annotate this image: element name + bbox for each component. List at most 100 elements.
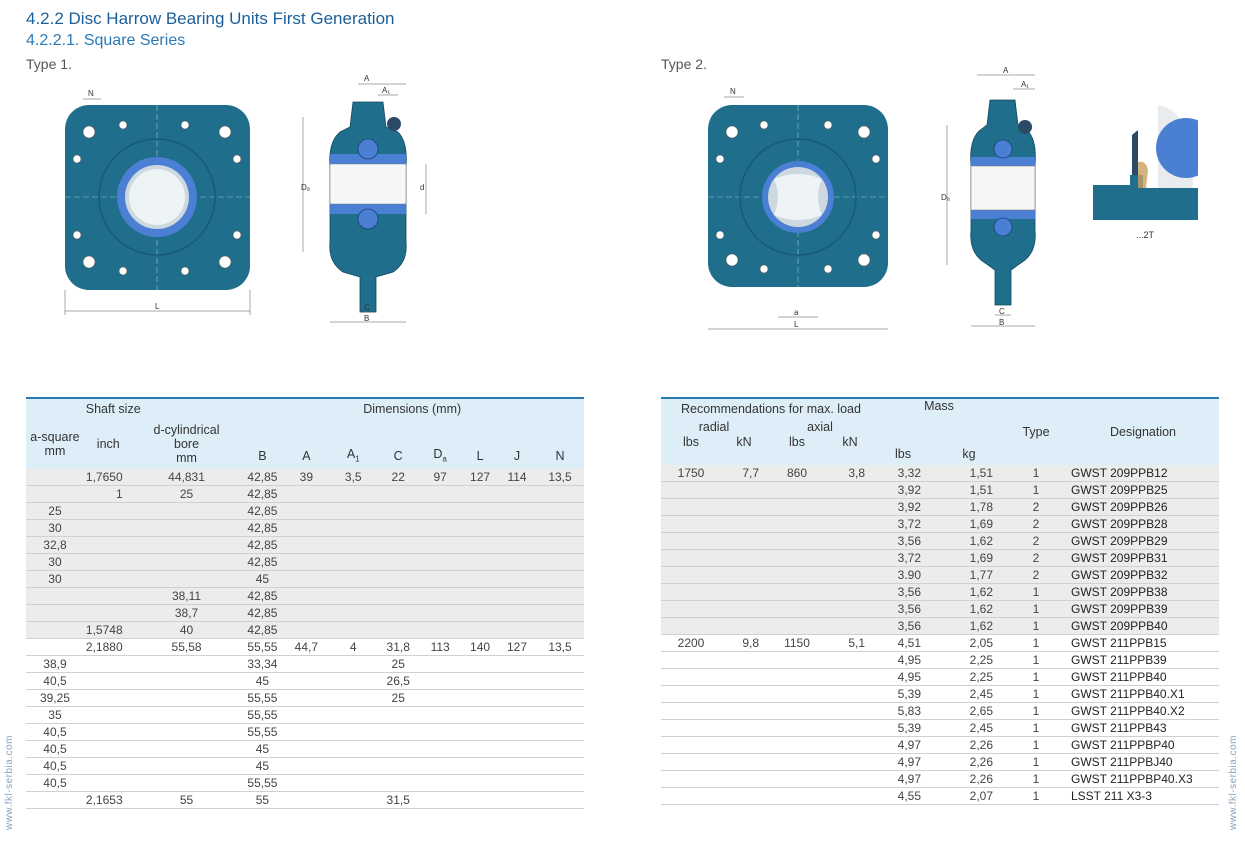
- dimensions-cell: [462, 553, 499, 571]
- designation-cell: GWST 211PPBP40: [1067, 736, 1219, 754]
- seal-detail-drawing: ...2T: [1093, 105, 1198, 240]
- load-mass-cell: [721, 668, 767, 686]
- recommendations-header: Recommendations for max. load: [661, 397, 873, 419]
- dimensions-cell: 25: [378, 689, 419, 707]
- load-mass-cell: 2,25: [933, 651, 1005, 669]
- dimensions-cell: [132, 774, 241, 792]
- load-mass-cell: [661, 770, 721, 788]
- dimensions-cell: 44,831: [132, 469, 241, 486]
- col-asquare-header: a-square mm: [26, 419, 84, 469]
- dimensions-cell: [328, 757, 379, 775]
- dimensions-cell: [378, 485, 419, 503]
- dimensions-cell: [535, 485, 584, 503]
- designation-cell: GWST 209PPB40: [1067, 617, 1219, 635]
- dimensions-cell: [418, 621, 463, 639]
- dimensions-cell: 55,55: [240, 723, 285, 741]
- dimensions-cell: [284, 536, 329, 554]
- load-mass-cell: [767, 600, 827, 618]
- col-Da-label: D: [433, 446, 443, 461]
- load-mass-cell: [767, 770, 827, 788]
- load-mass-cell: 3,56: [873, 583, 933, 601]
- dimensions-cell: 2,1653: [83, 791, 133, 809]
- dimensions-cell: [498, 706, 536, 724]
- load-mass-cell: [827, 583, 873, 601]
- dimensions-cell: [284, 672, 329, 690]
- load-mass-cell: [827, 532, 873, 550]
- dimensions-cell: 42,85: [240, 519, 285, 537]
- dimensions-cell: [462, 519, 499, 537]
- load-mass-cell: 2,05: [933, 634, 1005, 652]
- dimensions-cell: 40,5: [26, 672, 84, 690]
- col-C-header: C: [378, 419, 419, 469]
- load-mass-cell: [827, 719, 873, 737]
- col-radial-kN-header: kN: [721, 435, 767, 465]
- dimensions-cell: [378, 587, 419, 605]
- designation-cell: GWST 211PPB40: [1067, 668, 1219, 686]
- dimensions-cell: [284, 519, 329, 537]
- dimensions-cell: [328, 587, 379, 605]
- load-mass-cell: [721, 566, 767, 584]
- load-mass-cell: 1: [1005, 481, 1067, 499]
- dimensions-cell: [83, 672, 133, 690]
- dimensions-cell: [83, 689, 133, 707]
- load-mass-cell: 1,69: [933, 549, 1005, 567]
- load-mass-cell: 1,51: [933, 481, 1005, 499]
- dimensions-cell: 38,9: [26, 655, 84, 673]
- load-mass-cell: 2: [1005, 549, 1067, 567]
- load-mass-cell: [721, 753, 767, 771]
- col-J-header: J: [498, 419, 536, 469]
- load-mass-cell: [721, 532, 767, 550]
- dimensions-cell: [418, 570, 463, 588]
- load-mass-cell: 2,45: [933, 719, 1005, 737]
- col-axial-lbs-header: lbs: [767, 435, 827, 465]
- dimensions-cell: [535, 757, 584, 775]
- dimensions-cell: [378, 519, 419, 537]
- dimensions-cell: 127: [498, 638, 536, 656]
- load-mass-cell: [661, 549, 721, 567]
- dimensions-cell: 42,85: [240, 502, 285, 520]
- load-mass-cell: 2,25: [933, 668, 1005, 686]
- dimensions-cell: [498, 672, 536, 690]
- dimensions-cell: 55: [132, 791, 241, 809]
- load-mass-cell: [721, 736, 767, 754]
- dimensions-cell: [26, 638, 84, 656]
- dimensions-cell: 30: [26, 570, 84, 588]
- load-mass-cell: [767, 736, 827, 754]
- load-mass-cell: [661, 702, 721, 720]
- dimensions-cell: [132, 519, 241, 537]
- load-mass-cell: 1: [1005, 702, 1067, 720]
- dimensions-cell: [132, 723, 241, 741]
- dimensions-cell: 25: [132, 485, 241, 503]
- dimensions-cell: [418, 519, 463, 537]
- load-mass-cell: [661, 617, 721, 635]
- dimensions-cell: 33,34: [240, 655, 285, 673]
- dimensions-cell: [462, 570, 499, 588]
- col-mass-kg-header: kg: [933, 435, 1005, 465]
- dimensions-cell: [498, 774, 536, 792]
- designation-cell: GWST 209PPB12: [1067, 465, 1219, 482]
- col-asquare-label: a-square: [30, 430, 80, 444]
- dimensions-cell: [462, 536, 499, 554]
- load-mass-cell: [767, 549, 827, 567]
- load-mass-cell: 1,62: [933, 600, 1005, 618]
- dimensions-cell: 55: [240, 791, 285, 809]
- load-mass-cell: [721, 515, 767, 533]
- load-mass-cell: [827, 736, 873, 754]
- dim-L2-label: L: [794, 320, 799, 329]
- load-mass-cell: [827, 787, 873, 805]
- dimensions-cell: [498, 519, 536, 537]
- load-mass-cell: 7,7: [721, 465, 767, 482]
- load-mass-cell: 1: [1005, 719, 1067, 737]
- type1-side-drawing: Dₐ d A A₁ C B: [301, 74, 427, 323]
- dimensions-cell: [418, 689, 463, 707]
- dimensions-cell: [535, 740, 584, 758]
- dimensions-cell: [535, 536, 584, 554]
- dimensions-cell: [328, 672, 379, 690]
